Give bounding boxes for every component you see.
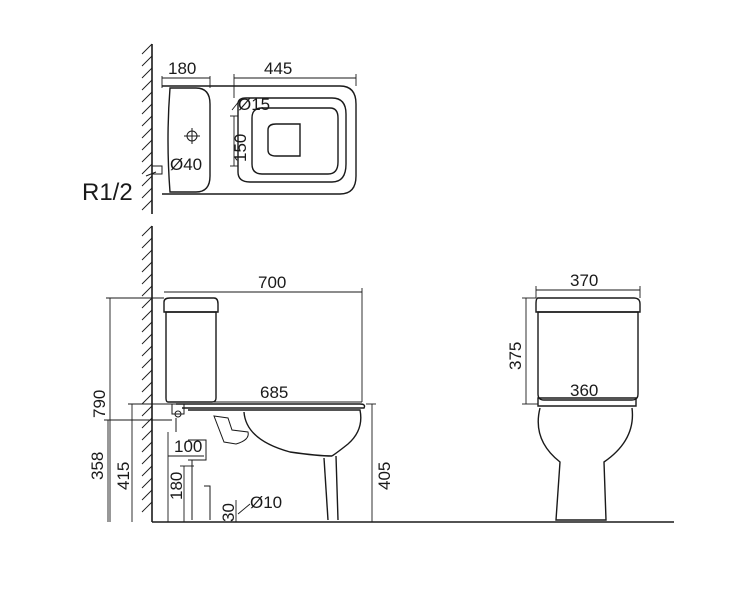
side-view [163, 297, 366, 521]
dim-side-fixing-diameter: Ø10 [250, 493, 282, 512]
wall-top-view [141, 43, 153, 214]
dim-front-tank-width: 370 [570, 271, 598, 290]
dim-side-outlet-height: 180 [167, 472, 186, 500]
dim-side-bowl-length: 685 [260, 383, 288, 402]
dim-front-seat-width: 360 [570, 381, 598, 400]
dim-side-total-height: 790 [90, 390, 109, 418]
dim-side-seat-height-wall: 415 [114, 462, 133, 490]
front-view [535, 297, 641, 521]
top-view-dimensions [161, 74, 357, 167]
wall-side-view [141, 225, 153, 522]
dim-side-seat-height: 405 [375, 462, 394, 490]
dim-top-bowl-length: 445 [264, 59, 292, 78]
dim-side-floor-offset: 30 [219, 503, 238, 522]
dim-top-outlet-diameter: Ø40 [170, 155, 202, 174]
label-thread: R1/2 [82, 179, 133, 206]
dim-top-inlet-offset: 150 [231, 134, 250, 162]
dim-front-tank-height: 375 [506, 342, 525, 370]
dim-top-tank-depth: 180 [168, 59, 196, 78]
dim-side-outlet-offset: 100 [174, 437, 202, 456]
top-view [145, 85, 357, 195]
dim-top-inlet-diameter: Ø15 [238, 95, 270, 114]
front-view-dimensions [522, 286, 641, 405]
side-view-dimensions [104, 288, 376, 522]
dim-side-total-length: 700 [258, 273, 286, 292]
dim-side-inlet-height: 358 [88, 452, 107, 480]
